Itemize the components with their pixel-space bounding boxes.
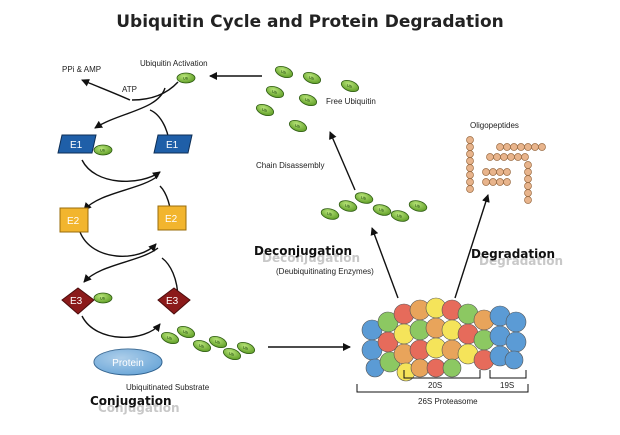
svg-text:E1: E1 bbox=[70, 140, 83, 151]
degradation-ghost: Degradation bbox=[479, 254, 563, 268]
proteasome-brackets bbox=[356, 370, 529, 393]
proteasome-26s-label: 26S Proteasome bbox=[418, 397, 478, 406]
chain-disassembly-label: Chain Disassembly bbox=[256, 161, 324, 170]
proteasome-20s-label: 20S bbox=[428, 381, 442, 390]
e3-left: E3 bbox=[61, 287, 95, 315]
svg-text:E1: E1 bbox=[166, 140, 179, 151]
e1-left: E1 bbox=[57, 134, 97, 154]
deconjugation-ghost: Deconjugation bbox=[262, 251, 360, 265]
svg-text:E3: E3 bbox=[166, 296, 179, 307]
svg-text:Protein: Protein bbox=[112, 358, 144, 369]
conjugation-ghost: Conjugation bbox=[98, 401, 180, 415]
ppi-amp-label: PPi & AMP bbox=[62, 65, 101, 74]
diagram-title: Ubiquitin Cycle and Protein Degradation bbox=[116, 12, 504, 32]
deubiquitinating-label: (Deubiquitinating Enzymes) bbox=[276, 267, 374, 276]
e3-right: E3 bbox=[157, 287, 191, 315]
proteasome-26s bbox=[361, 297, 527, 382]
deconjugation-heading: Deconjugation bbox=[254, 244, 352, 258]
ubiquitin-activation-label: Ubiquitin Activation bbox=[140, 59, 208, 68]
e1-right: E1 bbox=[153, 134, 193, 154]
oligopeptides bbox=[466, 136, 546, 204]
protein-substrate: Protein bbox=[93, 348, 163, 376]
e2-right: E2 bbox=[157, 205, 187, 231]
conjugation-heading: Conjugation bbox=[90, 394, 172, 408]
proteasome-19s-label: 19S bbox=[500, 381, 514, 390]
degradation-heading: Degradation bbox=[471, 247, 555, 261]
free-ubiquitin-label: Free Ubiquitin bbox=[326, 97, 376, 106]
substrate-ub-chain bbox=[159, 323, 257, 363]
e2-left: E2 bbox=[59, 207, 89, 233]
oligopeptides-label: Oligopeptides bbox=[470, 121, 519, 130]
svg-text:E2: E2 bbox=[165, 214, 178, 225]
ubiquitin-chain-deconjugation bbox=[319, 190, 429, 224]
svg-text:E3: E3 bbox=[70, 296, 83, 307]
atp-label: ATP bbox=[122, 85, 137, 94]
ubiquitinated-substrate-label: Ubiquitinated Substrate bbox=[126, 383, 210, 392]
svg-text:E2: E2 bbox=[67, 216, 80, 227]
